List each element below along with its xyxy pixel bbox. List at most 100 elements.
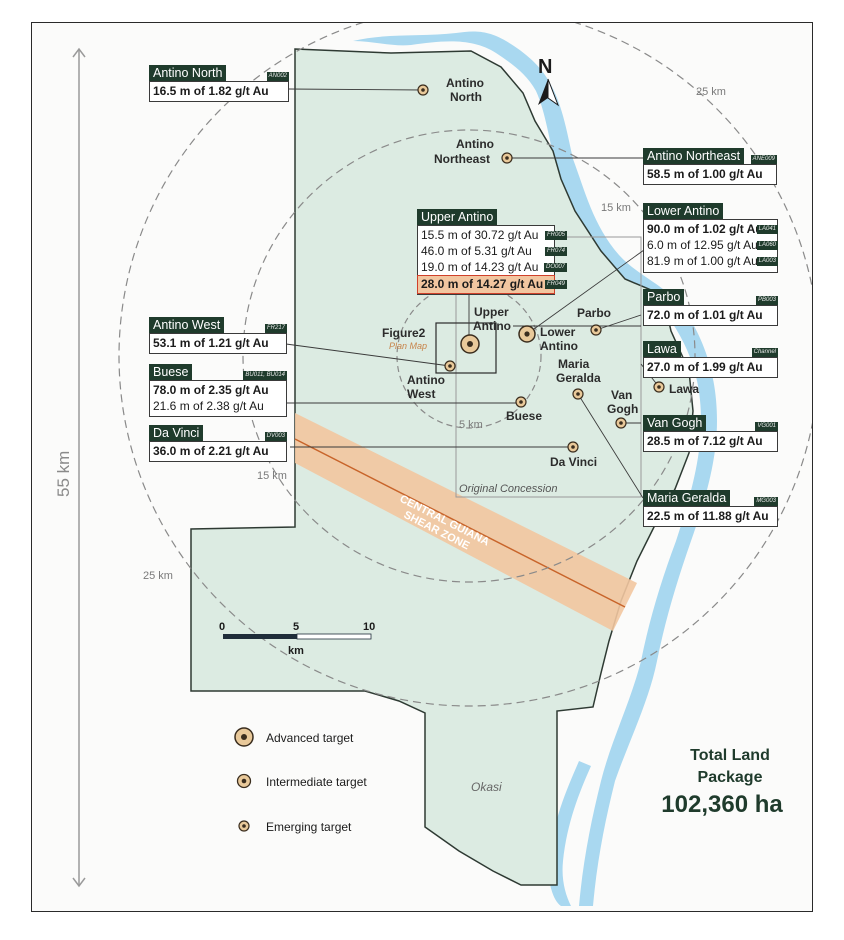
callout-title: Antino North <box>149 65 227 81</box>
callout-code: FR005 <box>544 231 567 240</box>
callout-antino-north[interactable]: Antino North AN002 16.5 m of 1.82 g/t Au <box>149 65 289 102</box>
callout-line-highlight: 28.0 m of 14.27 g/t Au <box>421 277 544 291</box>
label-parbo: Parbo <box>577 306 611 320</box>
label-upper-antino-2: Antino <box>473 319 511 333</box>
callout-title: Da Vinci <box>149 425 204 441</box>
callout-da-vinci[interactable]: Da Vinci DV003 36.0 m of 2.21 g/t Au <box>149 425 287 462</box>
callout-title: Van Gogh <box>643 415 707 431</box>
scale-unit: km <box>288 645 304 657</box>
callout-code: FR074 <box>544 247 567 256</box>
label-antino-northeast-2: Northeast <box>434 152 490 166</box>
callout-line: 46.0 m of 5.31 g/t Au <box>421 244 532 258</box>
callout-code: LA060 <box>756 241 778 250</box>
label-antino-west-2: West <box>407 387 435 401</box>
callout-title: Antino West <box>149 317 225 333</box>
callout-line: 78.0 m of 2.35 g/t Au <box>153 383 269 397</box>
target-da-vinci[interactable] <box>567 441 579 453</box>
callout-line: 19.0 m of 14.23 g/t Au <box>421 260 539 274</box>
original-concession-label: Original Concession <box>459 483 557 495</box>
target-antino-northeast[interactable] <box>501 152 513 164</box>
total-label-2: Package <box>697 769 763 786</box>
legend-intermediate-icon <box>236 773 252 789</box>
callout-line: 53.1 m of 1.21 g/t Au <box>153 336 269 350</box>
callout-buese[interactable]: Buese BU011, BU014 78.0 m of 2.35 g/t Au… <box>149 364 287 417</box>
callout-lawa[interactable]: Lawa Channel 27.0 m of 1.99 g/t Au <box>643 341 778 378</box>
callout-code: AN002 <box>266 72 289 81</box>
callout-code: BU011, BU014 <box>243 371 287 380</box>
circle-15km <box>242 129 696 583</box>
label-antino-north-1: Antino <box>446 76 484 90</box>
extent-label: 55 km <box>54 451 73 497</box>
target-antino-west[interactable] <box>444 360 456 372</box>
callout-line: 36.0 m of 2.21 g/t Au <box>153 444 269 458</box>
label-lower-antino-1: Lower <box>540 325 576 339</box>
scale-bar-dark <box>223 634 297 639</box>
target-maria-geralda[interactable] <box>572 388 584 400</box>
distance-5km: 5 km <box>459 419 483 431</box>
callout-line: 21.6 m of 2.38 g/t Au <box>153 399 264 413</box>
scale-bar-light <box>296 633 372 640</box>
legend-advanced: Advanced target <box>266 731 354 745</box>
label-antino-northeast-1: Antino <box>456 137 494 151</box>
label-antino-north-2: North <box>450 90 482 104</box>
land-package <box>190 48 694 886</box>
callout-title: Lower Antino <box>643 203 724 219</box>
callout-code: ANE009 <box>750 155 777 164</box>
circle-5km <box>396 283 542 429</box>
label-da-vinci: Da Vinci <box>550 455 597 469</box>
extent-arrow-head-bottom <box>72 877 86 888</box>
callout-title: Maria Geralda <box>643 490 731 506</box>
figure2-label: Figure2 <box>382 326 426 340</box>
callout-lower-antino[interactable]: Lower Antino 90.0 m of 1.02 g/t Au 6.0 m… <box>643 203 778 273</box>
legend-emerging-icon <box>238 820 250 832</box>
callout-line: 81.9 m of 1.00 g/t Au <box>647 254 758 268</box>
figure2-box <box>435 322 497 374</box>
target-parbo[interactable] <box>590 324 602 336</box>
target-lawa[interactable] <box>653 381 665 393</box>
callout-code: LA041 <box>756 225 778 234</box>
callout-line: 72.0 m of 1.01 g/t Au <box>647 308 763 322</box>
callout-maria-geralda[interactable]: Maria Geralda MG003 22.5 m of 11.88 g/t … <box>643 490 778 527</box>
okasi-label: Okasi <box>471 780 502 794</box>
callout-line: 90.0 m of 1.02 g/t Au <box>647 222 763 236</box>
extent-arrow-head-top <box>72 47 86 58</box>
callout-code: VG001 <box>755 422 778 431</box>
callout-parbo[interactable]: Parbo PB003 72.0 m of 1.01 g/t Au <box>643 289 778 326</box>
callout-antino-west[interactable]: Antino West FR217 53.1 m of 1.21 g/t Au <box>149 317 287 354</box>
distance-15km-left: 15 km <box>257 470 287 482</box>
callout-title: Parbo <box>643 289 685 305</box>
callout-code: DO007 <box>543 263 567 272</box>
total-value: 102,360 ha <box>661 791 783 818</box>
callout-code: FR049 <box>544 280 567 289</box>
circle-25km <box>118 23 812 707</box>
north-label: N <box>538 56 552 78</box>
callout-line: 6.0 m of 12.95 g/t Au <box>647 238 758 252</box>
target-lower-antino[interactable] <box>518 325 536 343</box>
target-buese[interactable] <box>515 396 527 408</box>
plan-map-label: Plan Map <box>389 341 427 351</box>
river-tributary <box>548 761 591 906</box>
label-upper-antino-1: Upper <box>474 305 509 319</box>
label-van-gogh-1: Van <box>611 388 632 402</box>
callout-code: Channel <box>751 348 778 357</box>
callout-code: FR217 <box>264 324 287 333</box>
callout-code: PB003 <box>755 296 778 305</box>
callout-antino-northeast[interactable]: Antino Northeast ANE009 58.5 m of 1.00 g… <box>643 148 777 185</box>
scale-tick-10: 10 <box>363 621 375 633</box>
target-van-gogh[interactable] <box>615 417 627 429</box>
scale-tick-0: 0 <box>219 621 225 633</box>
callout-upper-antino[interactable]: Upper Antino 15.5 m of 30.72 g/t Au 46.0… <box>417 209 567 295</box>
callout-title: Antino Northeast <box>643 148 745 164</box>
callout-code: MG003 <box>754 497 778 506</box>
label-antino-west-1: Antino <box>407 373 445 387</box>
north-arrow-icon <box>538 79 548 105</box>
callout-line: 15.5 m of 30.72 g/t Au <box>421 228 539 242</box>
target-antino-north[interactable] <box>417 84 429 96</box>
label-van-gogh-2: Gogh <box>607 402 638 416</box>
legend-intermediate: Intermediate target <box>266 775 367 789</box>
label-lower-antino-2: Antino <box>540 339 578 353</box>
map-frame: CENTRAL GUIANA SHEAR ZONE Original Conce… <box>31 22 813 912</box>
distance-15km-right: 15 km <box>601 202 631 214</box>
callout-van-gogh[interactable]: Van Gogh VG001 28.5 m of 7.12 g/t Au <box>643 415 778 452</box>
target-upper-antino[interactable] <box>460 334 480 354</box>
